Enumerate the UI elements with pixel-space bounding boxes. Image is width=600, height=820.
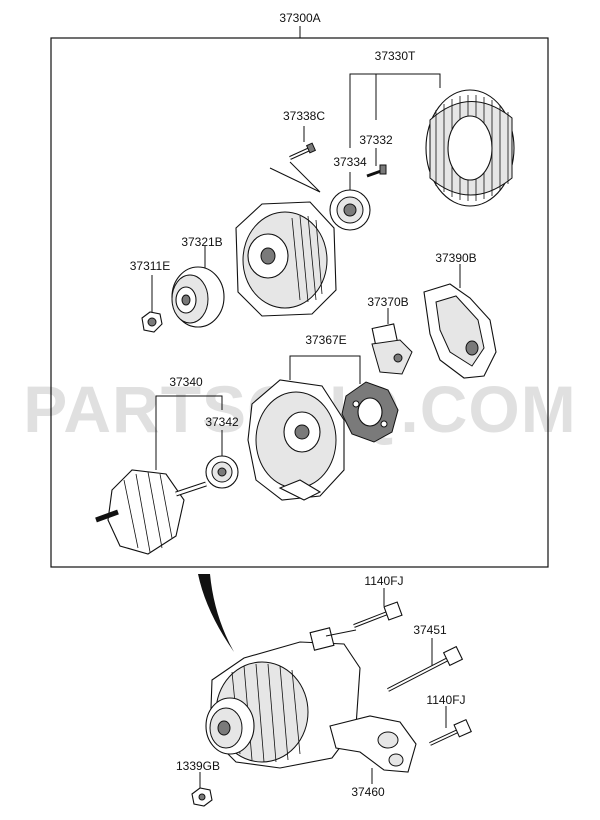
pulley-part[interactable] bbox=[171, 266, 225, 328]
part-label-37342[interactable]: 37342 bbox=[205, 415, 239, 429]
part-label-37460[interactable]: 37460 bbox=[351, 785, 385, 799]
part-label-37330T[interactable]: 37330T bbox=[375, 49, 416, 63]
assembly-label[interactable]: 37300A bbox=[279, 11, 320, 25]
rear-cover-part[interactable] bbox=[423, 283, 497, 379]
part-label-37340[interactable]: 37340 bbox=[169, 375, 203, 389]
rear-housing-part[interactable] bbox=[247, 379, 345, 501]
bracket-part[interactable] bbox=[329, 715, 417, 773]
leader-37330T bbox=[349, 73, 441, 148]
assembled-alternator[interactable] bbox=[205, 627, 361, 769]
through-bolt-part[interactable] bbox=[289, 142, 317, 160]
part-label-37390B[interactable]: 37390B bbox=[435, 251, 476, 265]
stator-part[interactable] bbox=[425, 89, 515, 207]
part-label-37451[interactable]: 37451 bbox=[413, 623, 447, 637]
leader-37367E bbox=[289, 355, 361, 384]
long-bolt-part[interactable] bbox=[387, 645, 464, 692]
mount-bolt-lower-part[interactable] bbox=[429, 718, 472, 746]
rear-bearing-part[interactable] bbox=[205, 455, 239, 489]
rotor-part[interactable] bbox=[95, 469, 207, 555]
pulley-nut-part[interactable] bbox=[141, 311, 163, 333]
part-label-37321B[interactable]: 37321B bbox=[181, 235, 222, 249]
part-label-1140FJ-upper[interactable]: 1140FJ bbox=[364, 574, 403, 588]
part-label-37334[interactable]: 37334 bbox=[333, 155, 367, 169]
mount-bolt-upper-part[interactable] bbox=[353, 601, 403, 628]
front-housing-part[interactable] bbox=[235, 201, 337, 317]
part-label-37332[interactable]: 37332 bbox=[359, 133, 393, 147]
part-label-37338C[interactable]: 37338C bbox=[283, 109, 325, 123]
leader-37338C-to-housing bbox=[269, 161, 321, 193]
screw-part[interactable] bbox=[366, 164, 387, 178]
assembly-pointer bbox=[198, 574, 234, 652]
mount-nut-part[interactable] bbox=[191, 787, 213, 807]
part-label-1140FJ-lower[interactable]: 1140FJ bbox=[426, 693, 465, 707]
regulator-part[interactable] bbox=[371, 323, 413, 375]
leader-37340 bbox=[155, 395, 223, 470]
part-label-37367E[interactable]: 37367E bbox=[305, 333, 346, 347]
part-label-37311E[interactable]: 37311E bbox=[130, 259, 170, 273]
rectifier-part[interactable] bbox=[341, 381, 399, 443]
front-bearing-part[interactable] bbox=[329, 189, 371, 231]
part-label-1339GB[interactable]: 1339GB bbox=[176, 759, 220, 773]
part-label-37370B[interactable]: 37370B bbox=[367, 295, 408, 309]
